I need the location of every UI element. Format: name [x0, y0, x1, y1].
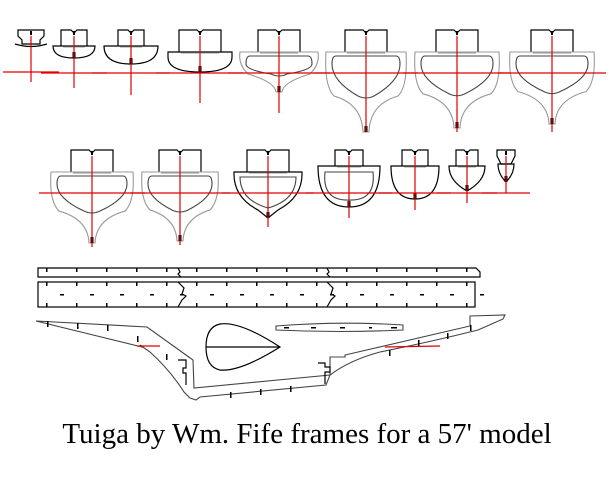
- frame-7: [403, 29, 511, 132]
- keel-tick: [470, 325, 472, 331]
- strip-tick: [76, 282, 78, 286]
- strip-tick: [196, 268, 198, 272]
- strip-tick: [406, 303, 408, 307]
- strip-tick: [226, 303, 228, 307]
- strip-tick: [76, 303, 78, 307]
- strip-tick: [346, 268, 348, 272]
- frame-13: [379, 149, 451, 210]
- strip-tick: [226, 282, 228, 286]
- strip-slot: [390, 294, 394, 296]
- keel-tick: [447, 333, 449, 339]
- strip-slot: [360, 294, 364, 296]
- strip-tick: [106, 303, 108, 307]
- strip-tick: [316, 303, 318, 307]
- strip-slot: [210, 294, 214, 296]
- strip-tick: [106, 282, 108, 286]
- strip-tick: [406, 282, 408, 286]
- strip-slot: [420, 294, 424, 296]
- strip-slot: [150, 294, 154, 296]
- strip-tick: [46, 282, 48, 286]
- frame-9: [39, 149, 145, 247]
- strip-slot: [480, 294, 484, 296]
- strip-slot: [450, 294, 454, 296]
- upper-strip: [37, 267, 481, 278]
- strip-tick: [466, 282, 468, 286]
- strip-tick: [436, 282, 438, 286]
- keel-tick: [389, 350, 391, 356]
- strip-tick: [46, 303, 48, 307]
- strip-tick: [316, 268, 318, 272]
- strip-slot: [90, 294, 94, 296]
- strip-tick: [76, 268, 78, 272]
- strip-tick: [196, 282, 198, 286]
- strip-tick: [256, 303, 258, 307]
- rudder: [205, 323, 282, 371]
- frame-8: [498, 29, 606, 132]
- strip-tick: [136, 268, 138, 272]
- strip-tick: [286, 268, 288, 272]
- strip-tick: [166, 268, 168, 272]
- frame-4: [156, 29, 244, 103]
- keel-tick: [418, 340, 420, 346]
- strip-tick: [376, 303, 378, 307]
- keel-tick: [260, 389, 262, 395]
- frame-2: [41, 29, 107, 88]
- frame-3: [92, 29, 170, 95]
- strip-tick: [136, 303, 138, 307]
- frames-row-1: [3, 29, 606, 133]
- strip-tick: [136, 282, 138, 286]
- strip-tick: [436, 303, 438, 307]
- frame-12: [306, 149, 392, 218]
- strip-slot: [120, 294, 124, 296]
- keel-tick: [47, 321, 49, 327]
- strip-tick: [376, 282, 378, 286]
- strip-tick: [286, 282, 288, 286]
- frame-15: [482, 149, 530, 194]
- keel-tick: [290, 386, 292, 392]
- strip-tick: [106, 268, 108, 272]
- frame-6: [314, 29, 418, 133]
- keel-tick: [77, 323, 79, 329]
- strip-slot: [180, 294, 184, 296]
- strip-tick: [316, 282, 318, 286]
- figure-caption: Tuiga by Wm. Fife frames for a 57' model: [62, 418, 552, 450]
- keel-profile: [35, 314, 506, 401]
- frame-14: [437, 149, 497, 203]
- strip-tick: [346, 282, 348, 286]
- strip-tick: [436, 268, 438, 272]
- keel-tick: [137, 336, 139, 342]
- keel-tick: [230, 392, 232, 398]
- strip-slot: [300, 294, 304, 296]
- strip-tick: [196, 303, 198, 307]
- strip-slot: [60, 294, 64, 296]
- strip-tick: [466, 303, 468, 307]
- strip-tick: [376, 268, 378, 272]
- frames-row-2: [39, 149, 530, 247]
- frame-10: [130, 149, 230, 245]
- keel-tick: [166, 354, 168, 360]
- strip-slot: [330, 294, 334, 296]
- strip-tick: [166, 303, 168, 307]
- frame-5: [228, 29, 330, 113]
- tiller-strip: [275, 322, 404, 333]
- strip-tick: [166, 282, 168, 286]
- strip-slot: [270, 294, 274, 296]
- strip-tick: [256, 268, 258, 272]
- lower-strip: [37, 281, 484, 308]
- frame-11: [222, 149, 314, 227]
- strip-tick: [346, 303, 348, 307]
- strip-tick: [406, 268, 408, 272]
- frames-drawing: [3, 29, 606, 401]
- frame-1: [3, 29, 59, 82]
- strip-slot: [240, 294, 244, 296]
- strip-tick: [466, 268, 468, 272]
- strip-tick: [46, 268, 48, 272]
- strip-tick: [256, 282, 258, 286]
- strip-tick: [226, 268, 228, 272]
- keel-tick: [107, 325, 109, 331]
- strip-tick: [286, 303, 288, 307]
